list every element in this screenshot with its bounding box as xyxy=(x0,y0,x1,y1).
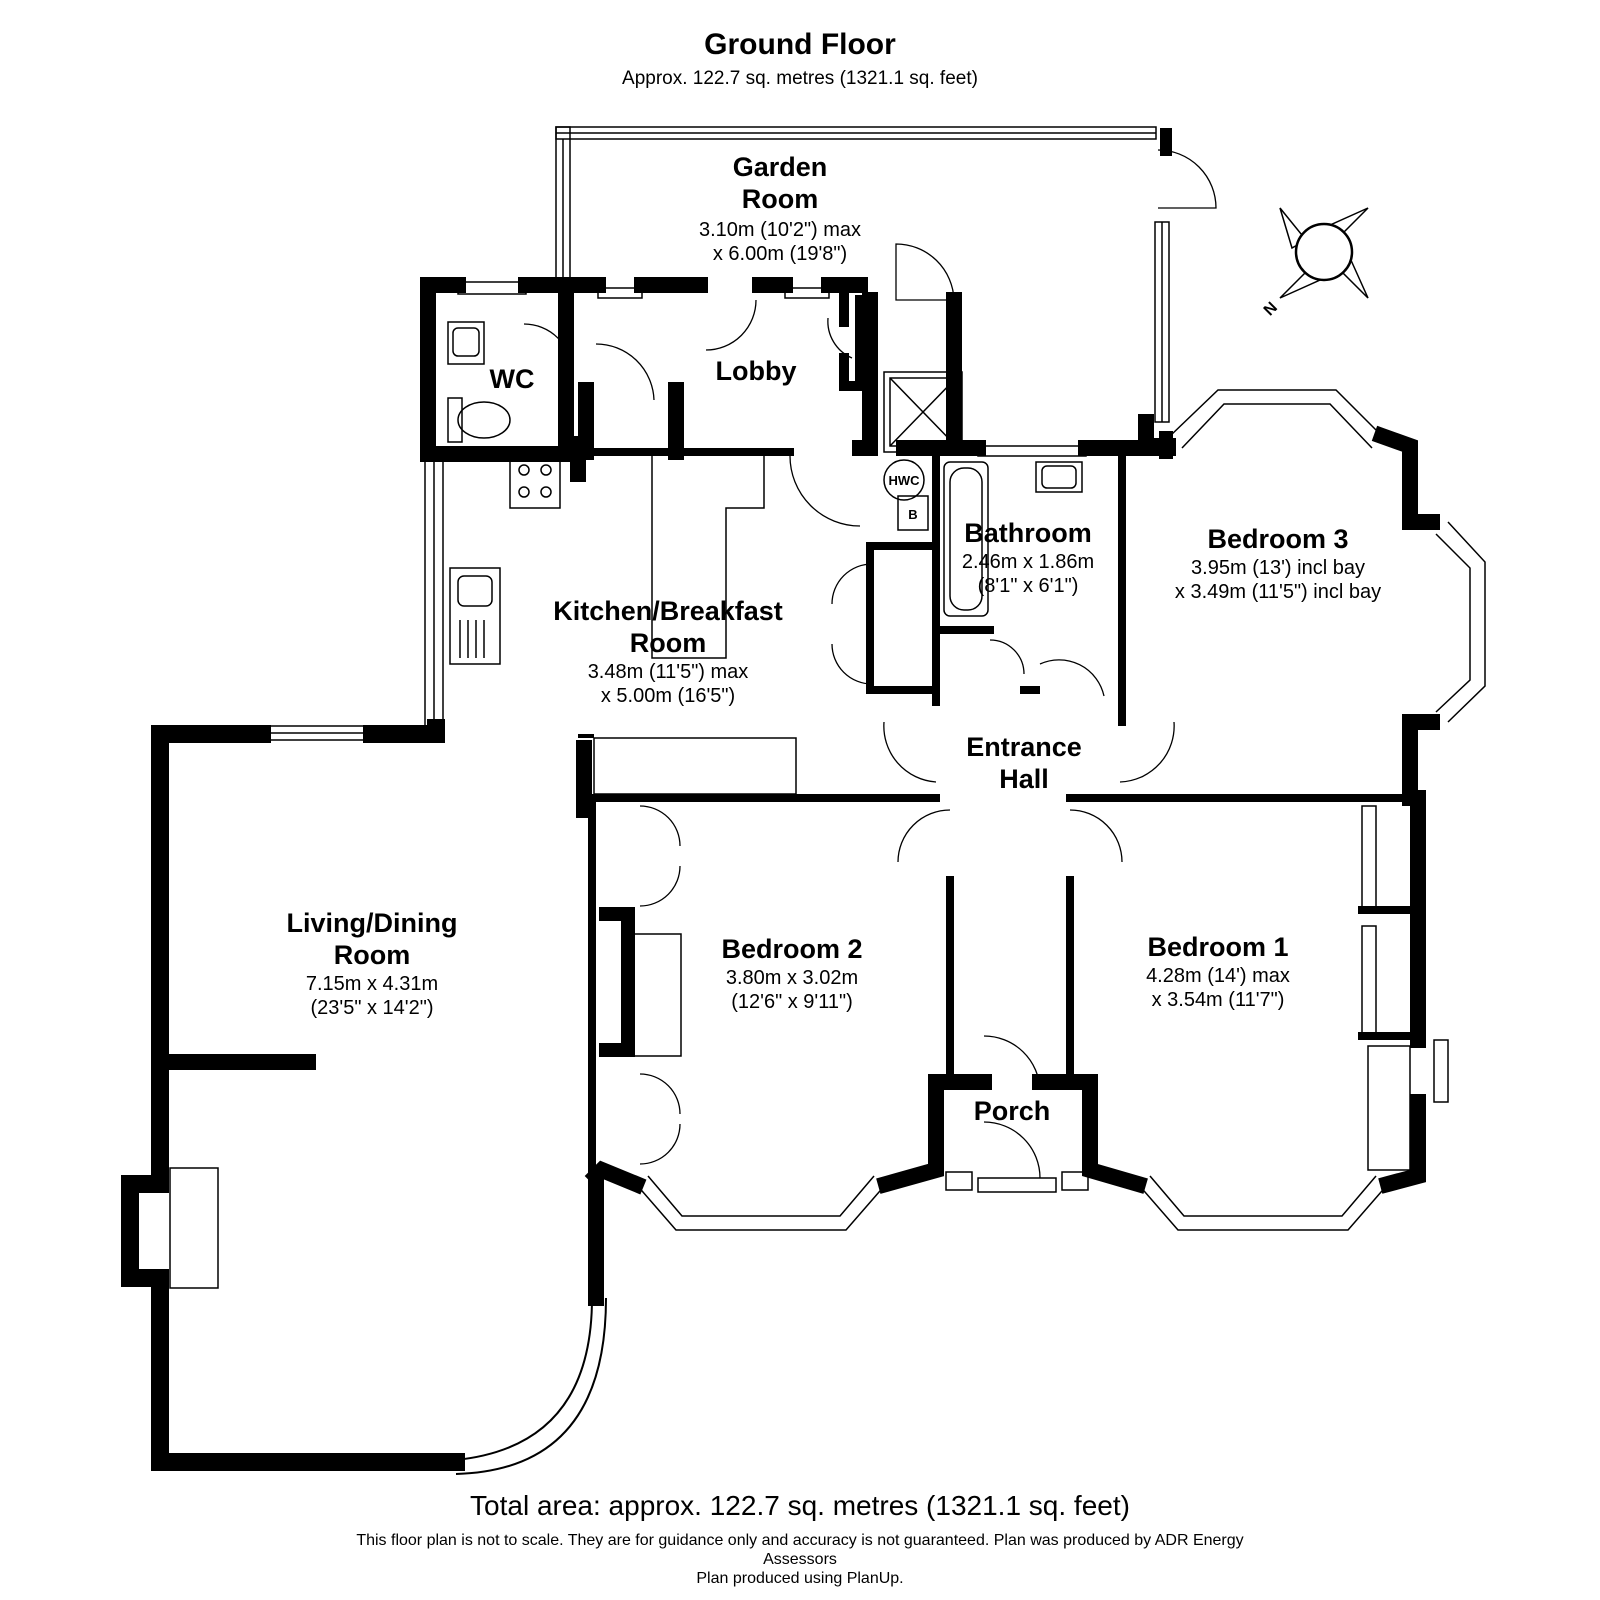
bathroom-name: Bathroom xyxy=(964,518,1092,548)
bedroom2-chimney xyxy=(632,933,682,1057)
entrance-hall-name-1: Entrance xyxy=(966,732,1082,762)
bedroom3-dim-1: 3.95m (13') incl bay xyxy=(1191,557,1365,579)
bath xyxy=(943,461,989,617)
wc-name: WC xyxy=(490,364,535,394)
bedroom3-bay-window xyxy=(1169,389,1383,437)
lobby-cupboard-door xyxy=(595,343,655,401)
disclaimer-line-3: Plan produced using PlanUp. xyxy=(696,1570,904,1587)
garden-room-glazing xyxy=(555,126,1170,423)
bedroom1-wardrobe-1 xyxy=(1361,805,1377,911)
toilet-cistern xyxy=(447,397,463,443)
kitchen-name-2: Room xyxy=(630,628,707,658)
bedroom2-wardrobe-doors-1 xyxy=(639,805,681,907)
bedroom3-name: Bedroom 3 xyxy=(1207,524,1348,554)
bedroom2-bay-window xyxy=(635,1183,887,1231)
boiler-label: B xyxy=(908,507,917,522)
toilet-pan xyxy=(457,401,511,439)
hot-water-cylinder xyxy=(883,459,925,501)
lobby-garden-door xyxy=(705,299,757,351)
bathroom-dim-2: (8'1" x 6'1") xyxy=(978,575,1079,597)
living-name-2: Room xyxy=(334,940,411,970)
bedroom1-bay-window xyxy=(1137,1183,1389,1231)
room-labels: Garden Room 3.10m (10'2") max x 6.00m (1… xyxy=(287,152,1382,1126)
bedroom2-dim-1: 3.80m x 3.02m xyxy=(726,967,858,989)
kitchen-dim-2: x 5.00m (16'5") xyxy=(601,685,735,707)
lobby-name: Lobby xyxy=(716,356,797,386)
plan-title: Ground Floor xyxy=(704,28,896,61)
wc-basin xyxy=(447,321,485,365)
bedroom1-side-window xyxy=(1433,1039,1449,1103)
bathroom-door xyxy=(1039,659,1105,697)
plan-subtitle: Approx. 122.7 sq. metres (1321.1 sq. fee… xyxy=(622,68,978,89)
kitchen-lobby-door xyxy=(789,455,861,527)
kitchen-cupboard-doors xyxy=(831,563,873,685)
disclaimer-line-1: This floor plan is not to scale. They ar… xyxy=(356,1532,1244,1549)
bedroom3-dim-2: x 3.49m (11'5") incl bay xyxy=(1175,581,1381,603)
kitchen-worktop xyxy=(593,737,797,795)
kitchen-island xyxy=(651,456,765,659)
bedroom2-name: Bedroom 2 xyxy=(721,934,862,964)
bedroom1-alcove xyxy=(1367,1045,1411,1171)
hall-bedroom3-door xyxy=(1119,721,1175,783)
living-dim-1: 7.15m x 4.31m xyxy=(306,973,438,995)
walls xyxy=(121,128,1440,1471)
bedroom1-wardrobe-2 xyxy=(1361,925,1377,1037)
garden-room-name-2: Room xyxy=(742,184,819,214)
garden-room-dim-1: 3.10m (10'2") max xyxy=(699,219,861,241)
fireplace-hearth xyxy=(169,1167,219,1289)
bathroom-basin xyxy=(1035,461,1083,493)
kitchen-dim-1: 3.48m (11'5") max xyxy=(588,661,749,683)
bedroom2-wardrobe-doors-2 xyxy=(639,1073,681,1165)
boiler xyxy=(897,495,929,531)
living-dim-2: (23'5" x 14'2") xyxy=(310,997,433,1019)
hall-kitchen-door xyxy=(883,721,937,783)
garden-room-door xyxy=(1157,149,1217,209)
garden-room-dim-2: x 6.00m (19'8") xyxy=(713,243,847,265)
airing-cupboard-door xyxy=(989,639,1025,675)
bedroom2-dim-2: (12'6" x 9'11") xyxy=(731,991,853,1013)
garden-room-name-1: Garden xyxy=(733,152,828,182)
total-area: Total area: approx. 122.7 sq. metres (13… xyxy=(470,1490,1130,1521)
compass-north-label: N xyxy=(1261,299,1281,319)
porch-name: Porch xyxy=(974,1096,1051,1126)
porch-inner-door xyxy=(983,1035,1041,1091)
wc-window xyxy=(457,281,527,295)
kitchen-name-1: Kitchen/Breakfast xyxy=(553,596,783,626)
entrance-hall-name-2: Hall xyxy=(999,764,1049,794)
kitchen-sink xyxy=(449,567,501,665)
bedroom1-dim-1: 4.28m (14') max xyxy=(1146,965,1290,987)
living-name-1: Living/Dining xyxy=(287,908,458,938)
bedroom2-door xyxy=(897,809,951,863)
disclaimer-line-2: Assessors xyxy=(763,1551,837,1568)
bedroom1-dim-2: x 3.54m (11'7") xyxy=(1152,989,1285,1011)
compass-rose: N xyxy=(1261,207,1369,319)
bedroom1-name: Bedroom 1 xyxy=(1147,932,1288,962)
shower-room-door xyxy=(895,243,955,301)
bathroom-dim-1: 2.46m x 1.86m xyxy=(962,551,1094,573)
porch-window xyxy=(977,1177,1057,1193)
bedroom1-door xyxy=(1069,809,1123,863)
hwc-label: HWC xyxy=(888,473,920,488)
doors xyxy=(523,149,1217,1179)
front-door xyxy=(983,1121,1041,1179)
hob xyxy=(509,455,561,509)
bathroom-window xyxy=(977,445,1087,457)
living-curved-window xyxy=(455,1297,593,1461)
